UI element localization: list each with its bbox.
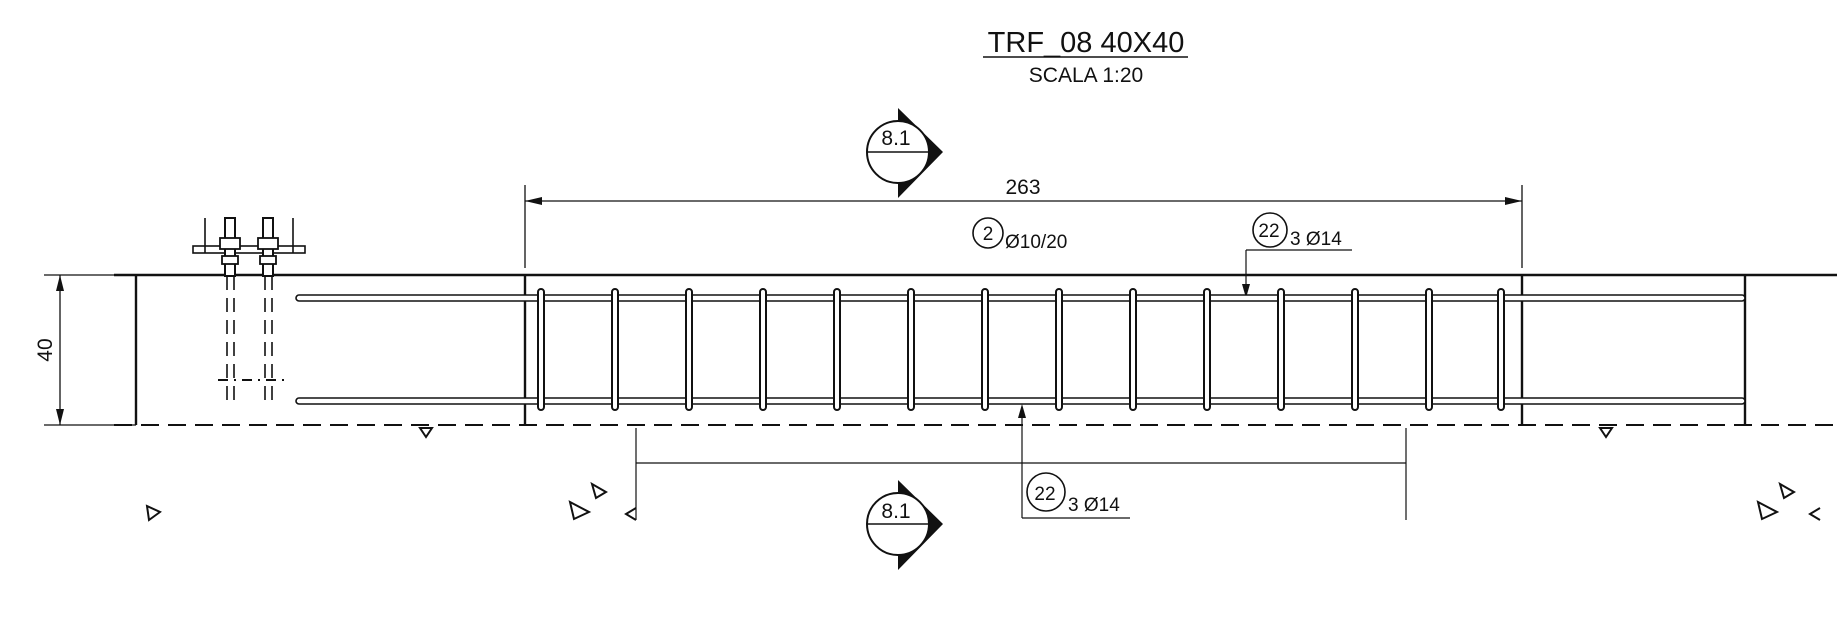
drawing-title: TRF_08 40X40 <box>988 27 1185 59</box>
stirrup <box>611 288 619 411</box>
section-marker-top-label: 8.1 <box>881 127 910 150</box>
drawing-scale: SCALA 1:20 <box>1029 64 1143 87</box>
bottom-bar-extent <box>635 428 1407 520</box>
stirrup <box>907 288 915 411</box>
stirrup <box>981 288 989 411</box>
top-bars-mark: 22 <box>1258 221 1279 242</box>
stirrups <box>537 288 1505 411</box>
dimension-height-label: 40 <box>34 338 57 361</box>
stirrup <box>1203 288 1211 411</box>
stirrup <box>1277 288 1285 411</box>
bottom-bars-spec: 3 Ø14 <box>1068 495 1120 516</box>
anchor-bolts <box>192 217 306 405</box>
stirrup-callout: 2 Ø10/20 <box>972 217 1067 253</box>
dimension-length-label: 263 <box>1005 176 1040 199</box>
stirrup <box>1351 288 1359 411</box>
section-marker-top: 8.1 <box>866 108 943 198</box>
top-bars-callout: 22 3 Ø14 <box>1242 212 1352 298</box>
longitudinal-bars <box>295 294 1746 405</box>
section-marker-bottom-label: 8.1 <box>881 500 910 523</box>
top-bars-spec: 3 Ø14 <box>1290 229 1342 250</box>
stirrup <box>1055 288 1063 411</box>
dimension-length: 263 <box>524 176 1523 268</box>
stirrup <box>685 288 693 411</box>
stirrup <box>759 288 767 411</box>
section-triangles <box>145 427 1821 522</box>
stirrup <box>537 288 545 411</box>
stirrup-spec: Ø10/20 <box>1005 232 1067 253</box>
bottom-bars-callout: 22 3 Ø14 <box>1018 404 1130 519</box>
stirrup <box>1497 288 1505 411</box>
dimension-height: 40 <box>34 274 136 426</box>
stirrup <box>1425 288 1433 411</box>
bottom-bars-mark: 22 <box>1034 484 1055 505</box>
stirrup-mark: 2 <box>983 224 994 245</box>
stirrup <box>833 288 841 411</box>
section-marker-bottom: 8.1 <box>866 480 943 570</box>
stirrup <box>1129 288 1137 411</box>
